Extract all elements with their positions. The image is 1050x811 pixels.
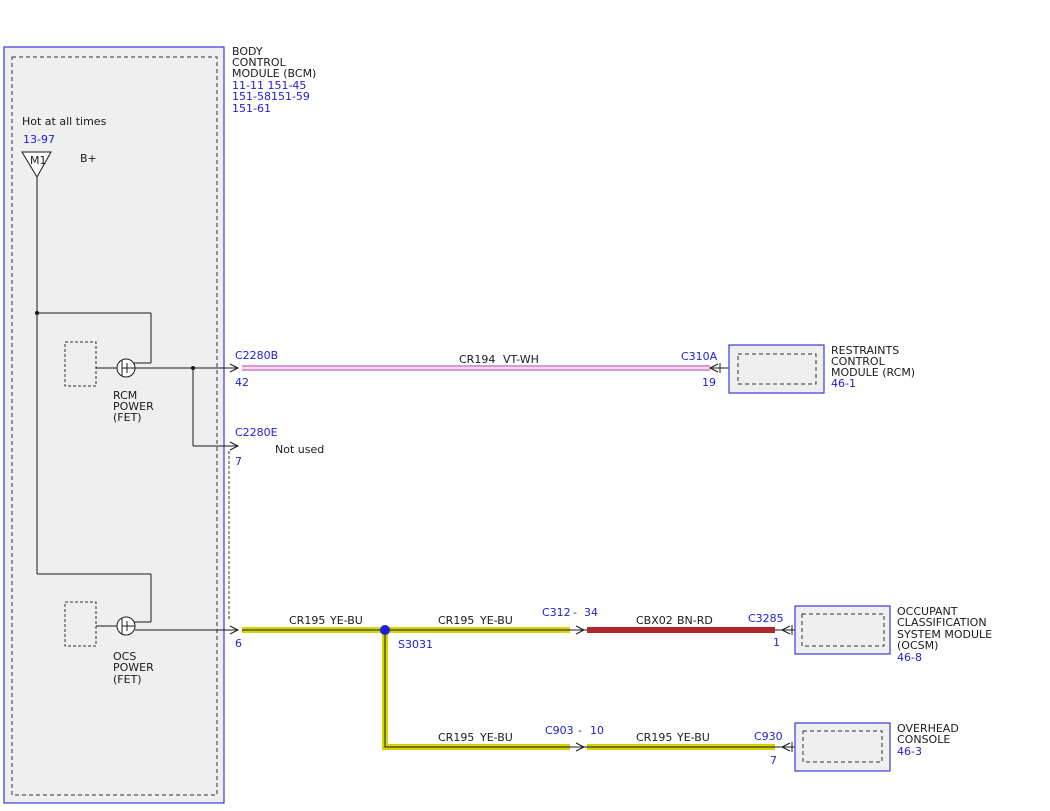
- c903-arrow-icon: [570, 742, 587, 752]
- rcm-title-line-2: CONTROL: [831, 355, 886, 368]
- ocsm-inner-dashed-box: [801, 613, 885, 647]
- ocs-fet-symbol-icon: [116, 616, 136, 636]
- c2280b-connector-label[interactable]: C2280B: [235, 349, 278, 362]
- overhead-console-module-box[interactable]: [794, 722, 891, 772]
- bus-junction-dot: [35, 311, 39, 315]
- ocsm-title-line-1: OCCUPANT: [897, 605, 958, 618]
- cr195-d-color-label: YE-BU: [676, 731, 710, 744]
- hot-at-all-times-label: Hot at all times: [22, 115, 107, 128]
- rcm-fet-dashed-box: [64, 341, 97, 387]
- splice-dot[interactable]: [380, 625, 390, 635]
- c310a-pin-label: 19: [702, 376, 716, 389]
- cr195-a-color-label: YE-BU: [329, 614, 363, 627]
- cr194-color-label: VT-WH: [503, 353, 539, 366]
- c903-connector-label[interactable]: C903: [545, 724, 574, 737]
- cr195-c-circuit-label: CR195: [438, 731, 474, 744]
- ocs-internal-wire: [135, 625, 240, 635]
- ocs-power-line-1: OCS: [113, 650, 136, 663]
- splice-label[interactable]: S3031: [398, 638, 433, 651]
- rcm-power-line-1: RCM: [113, 389, 137, 402]
- rcm-title-line-1: RESTRAINTS: [831, 344, 899, 357]
- c312-arrow-icon: [570, 625, 587, 635]
- bcm-ref-line-3[interactable]: 151-61: [232, 102, 271, 115]
- fuse-label: M1: [30, 154, 47, 167]
- cr195-d-circuit-label: CR195: [636, 731, 672, 744]
- cr195-b-circuit-label: CR195: [438, 614, 474, 627]
- bcm-ref-line-1[interactable]: 11-11 151-45: [232, 79, 306, 92]
- ocsm-title-line-4: (OCSM): [897, 639, 938, 652]
- c903-pin-label: 10: [590, 724, 604, 737]
- rcm-power-line-2: POWER: [113, 400, 154, 413]
- ocs-power-line-2: POWER: [113, 661, 154, 674]
- bcm-ref-line-2[interactable]: 151-58151-59: [232, 90, 310, 103]
- rcm-power-line-3: (FET): [113, 411, 142, 424]
- c2280-ocs-pin-label: 6: [235, 637, 242, 650]
- cr195-a-circuit-label: CR195: [289, 614, 325, 627]
- bcm-title-line-2: CONTROL: [232, 56, 287, 69]
- c2280b-pin-label: 42: [235, 376, 249, 389]
- overhead-title-line-1: OVERHEAD: [897, 722, 959, 735]
- rcm-wire-junction-dot: [191, 366, 195, 370]
- c930-pin-label: 7: [770, 754, 777, 767]
- c903-dash: -: [578, 724, 582, 737]
- ocsm-title-line-3: SYSTEM MODULE: [897, 628, 992, 641]
- cbx02-circuit-label: CBX02: [636, 614, 673, 627]
- ocsm-title-line-2: CLASSIFICATION: [897, 616, 987, 629]
- bcm-inner-dashed-box: [11, 56, 218, 796]
- cr195-c-color-label: YE-BU: [479, 731, 513, 744]
- rcm-title-line-3: MODULE (RCM): [831, 366, 915, 379]
- ocs-power-line-3: (FET): [113, 673, 142, 686]
- c312-pin-label: 34: [584, 606, 598, 619]
- cr195-b-color-label: YE-BU: [479, 614, 513, 627]
- rcm-ref-link[interactable]: 46-1: [831, 377, 856, 390]
- overhead-ref-link[interactable]: 46-3: [897, 745, 922, 758]
- ocs-fet-dashed-box: [64, 601, 97, 647]
- c312-dash: -: [573, 606, 577, 619]
- rcm-fet-symbol-icon: [116, 358, 136, 378]
- not-used-label: Not used: [275, 443, 324, 456]
- cbx02-color-label: BN-RD: [677, 614, 713, 627]
- ocsm-ref-link[interactable]: 46-8: [897, 651, 922, 664]
- c312-connector-label[interactable]: C312: [542, 606, 571, 619]
- cr194-circuit-label: CR194: [459, 353, 495, 366]
- internal-power-bus: [36, 177, 152, 623]
- rcm-inner-dashed-box: [737, 353, 817, 385]
- c2280e-pin-label: 7: [235, 455, 242, 468]
- bcm-title-line-3: MODULE (BCM): [232, 67, 316, 80]
- bcm-module-box: [3, 46, 225, 804]
- hot-ref-link[interactable]: 13-97: [23, 133, 55, 146]
- c3285-pin-label: 1: [773, 636, 780, 649]
- bcm-title-line-1: BODY: [232, 45, 263, 58]
- overhead-title-line-2: CONSOLE: [897, 733, 950, 746]
- cr195-wire-c[interactable]: [382, 630, 570, 750]
- c3285-connector-label[interactable]: C3285: [748, 612, 784, 625]
- ocsm-module-box[interactable]: [794, 605, 891, 655]
- bplus-label: B+: [80, 152, 97, 165]
- fuse-triangle-icon: [21, 151, 52, 178]
- c310a-connector-label[interactable]: C310A: [681, 350, 718, 363]
- rcm-internal-wire: [135, 363, 240, 451]
- c930-connector-label[interactable]: C930: [754, 730, 783, 743]
- c2280e-connector-label[interactable]: C2280E: [235, 426, 278, 439]
- overhead-inner-dashed-box: [802, 730, 883, 763]
- rcm-module-box[interactable]: [728, 344, 825, 394]
